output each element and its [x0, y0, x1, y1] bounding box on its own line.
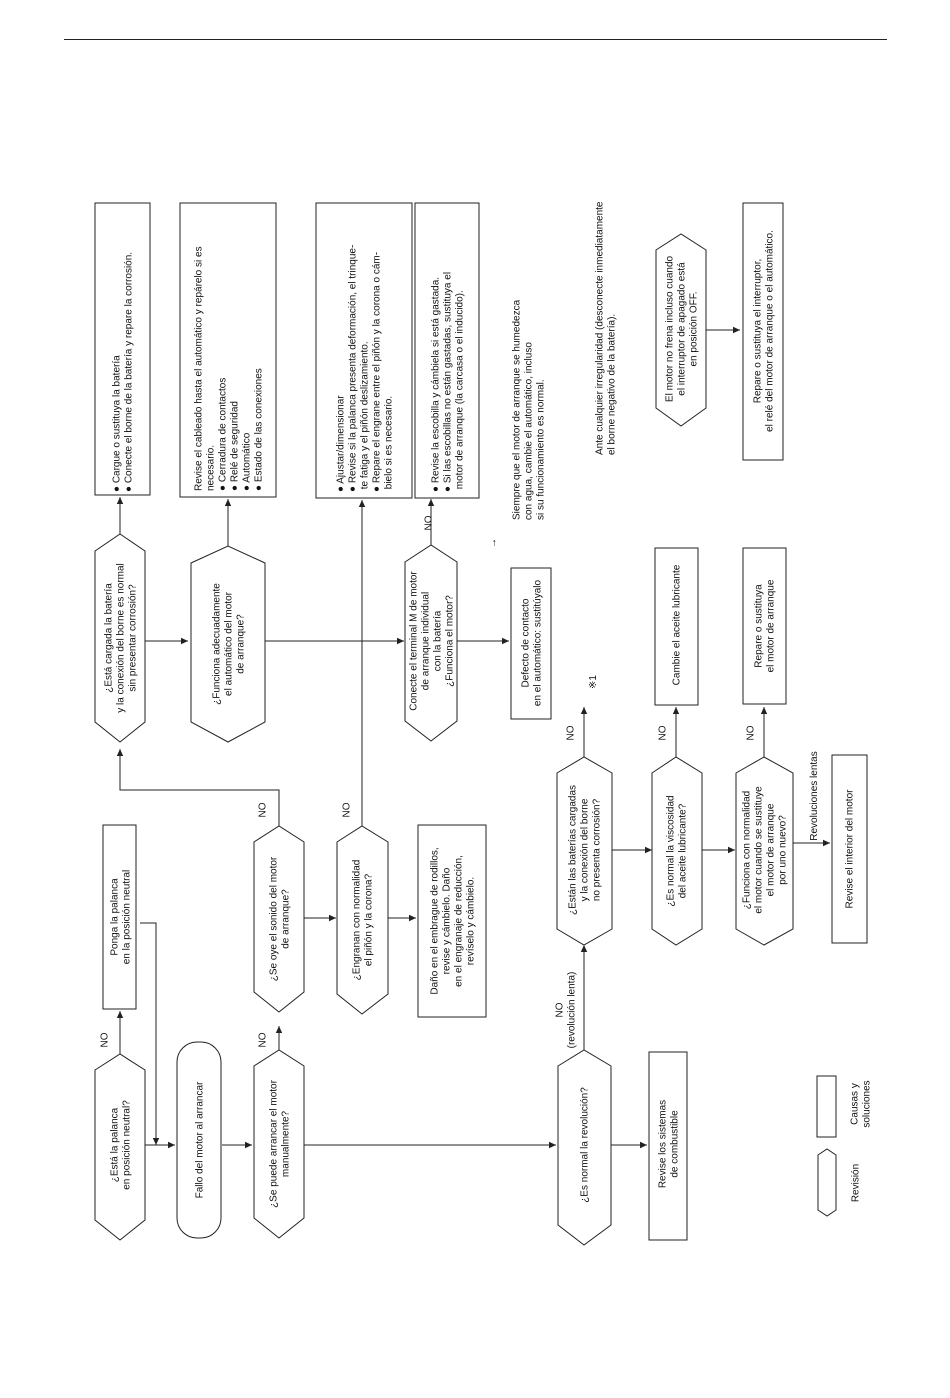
decision-pinion-mesh-text: ¿Engranan con normalidadel piñón y la co… — [352, 860, 375, 981]
result-box — [654, 547, 699, 706]
decision-oil-viscosity — [651, 756, 703, 946]
label-no: NO — [342, 802, 353, 817]
result-battery-text: ● Cargue o sustituya la batería● Conecte… — [112, 252, 135, 492]
decision-revolution — [557, 1049, 612, 1246]
decision-new-starter — [735, 756, 794, 946]
decision-terminal-m-text: Conecte el terminal M de motorde arranqu… — [409, 571, 456, 711]
decision-pinion-mesh — [336, 825, 389, 1015]
result-lever-neutral-text: Ponga la palancaen la posición neutral — [110, 870, 133, 965]
decision-battery-text: ¿Está cargada la bateríay la conexión de… — [104, 563, 139, 713]
note-irregularity-text: Ante cualquier irregularidad (desconecte… — [595, 201, 618, 455]
decision-automatic-text: ¿Funciona adecuadamenteel automático del… — [212, 583, 247, 705]
label-no-slow-revolution: NO(revolución lenta) — [555, 972, 578, 1049]
reference-mark: ※1 — [588, 675, 599, 689]
result-box — [742, 547, 787, 705]
label-no: NO — [424, 515, 435, 530]
decision-no-stop — [655, 233, 707, 427]
decision-battery — [94, 533, 146, 743]
start-terminal — [176, 1041, 222, 1239]
result-box — [414, 202, 480, 499]
decision-no-stop-text: El motor no frena incluso cuandoel inter… — [665, 255, 700, 402]
label-no: NO — [658, 725, 669, 740]
result-fuel-text: Revise los sistemasde combustible — [658, 1100, 681, 1188]
start-terminal-text: Fallo del motor al arrancar — [195, 1081, 206, 1198]
decision-starter-sound-text: ¿Se oye el sonido del motorde arranque? — [269, 856, 292, 981]
decision-lever-neutral — [94, 1053, 146, 1241]
legend-check-shape — [817, 1148, 837, 1217]
header-rule — [64, 39, 887, 40]
result-box — [831, 754, 868, 944]
result-brush-text: ● Revise la escobilla y cámbiela si está… — [431, 272, 466, 492]
decision-starter-sound — [253, 825, 305, 1013]
label-no: NO — [100, 1032, 111, 1047]
decision-batteries-charged — [556, 756, 613, 946]
decision-terminal-m — [404, 544, 458, 742]
result-box — [315, 202, 413, 499]
label-no: NO — [258, 802, 269, 817]
result-box — [102, 824, 137, 1010]
decision-new-starter-text: ¿Funciona con normalidadel motor cuando … — [742, 786, 789, 914]
decision-batteries-charged-text: ¿Están las baterías cargadasy la conexió… — [568, 785, 603, 915]
result-box — [94, 202, 151, 496]
label-no: NO — [258, 1032, 269, 1047]
decision-automatic — [190, 545, 266, 743]
note-water-text: Siempre que el motor de arranque se hume… — [512, 299, 547, 520]
result-switch-text: Repare o sustituya el interruptor,el rel… — [753, 230, 776, 432]
legend-check-label: Revisión — [851, 1164, 862, 1202]
result-box — [417, 824, 487, 1018]
note-arrow-mark: → — [488, 538, 499, 548]
result-wiring-text: Revise el cableado hasta el automático y… — [194, 246, 265, 491]
result-box — [510, 567, 552, 720]
result-box — [648, 1051, 688, 1241]
flowchart-shapes — [94, 202, 868, 1246]
result-clutch-damage-text: Daño en el embrague de rodillos,revise y… — [430, 847, 477, 994]
decision-oil-viscosity-text: ¿Es normal la viscosidaddel aceite lubri… — [666, 795, 689, 906]
result-box — [742, 202, 784, 461]
result-repair-starter-text: Repare o sustituyael motor de arranque — [754, 579, 777, 672]
label-no: NO — [746, 725, 757, 740]
connector — [116, 749, 280, 826]
label-no: NO — [566, 725, 577, 740]
legend-causes-label: Causas ysoluciones — [850, 1080, 873, 1127]
decision-manual-start — [253, 1049, 305, 1239]
flowchart-text: ¿Está la palancaen posición neutral? Pong… — [100, 201, 873, 1208]
result-adjust-text: ● Ajustar/dimensionar● Revise si la pala… — [336, 245, 395, 492]
result-box — [179, 202, 277, 498]
connector-lines — [116, 326, 830, 1149]
decision-manual-start-text: ¿Se puede arrancar el motormanualmente? — [269, 1079, 292, 1208]
result-contact-defect-text: Defecto de contactoen el automático: sus… — [521, 579, 544, 706]
result-oil-text: Cambie el aceite lubricante — [672, 564, 683, 685]
result-engine-interior-text: Revise el interior del motor — [845, 789, 856, 909]
label-slow-revolutions: Revoluciones lentas — [809, 751, 820, 841]
legend-causes-shape — [816, 1075, 837, 1138]
decision-revolution-text: ¿Es normal la revolución? — [580, 1087, 591, 1203]
connector — [140, 922, 160, 1145]
decision-lever-neutral-text: ¿Está la palancaen posición neutral? — [110, 1100, 133, 1190]
